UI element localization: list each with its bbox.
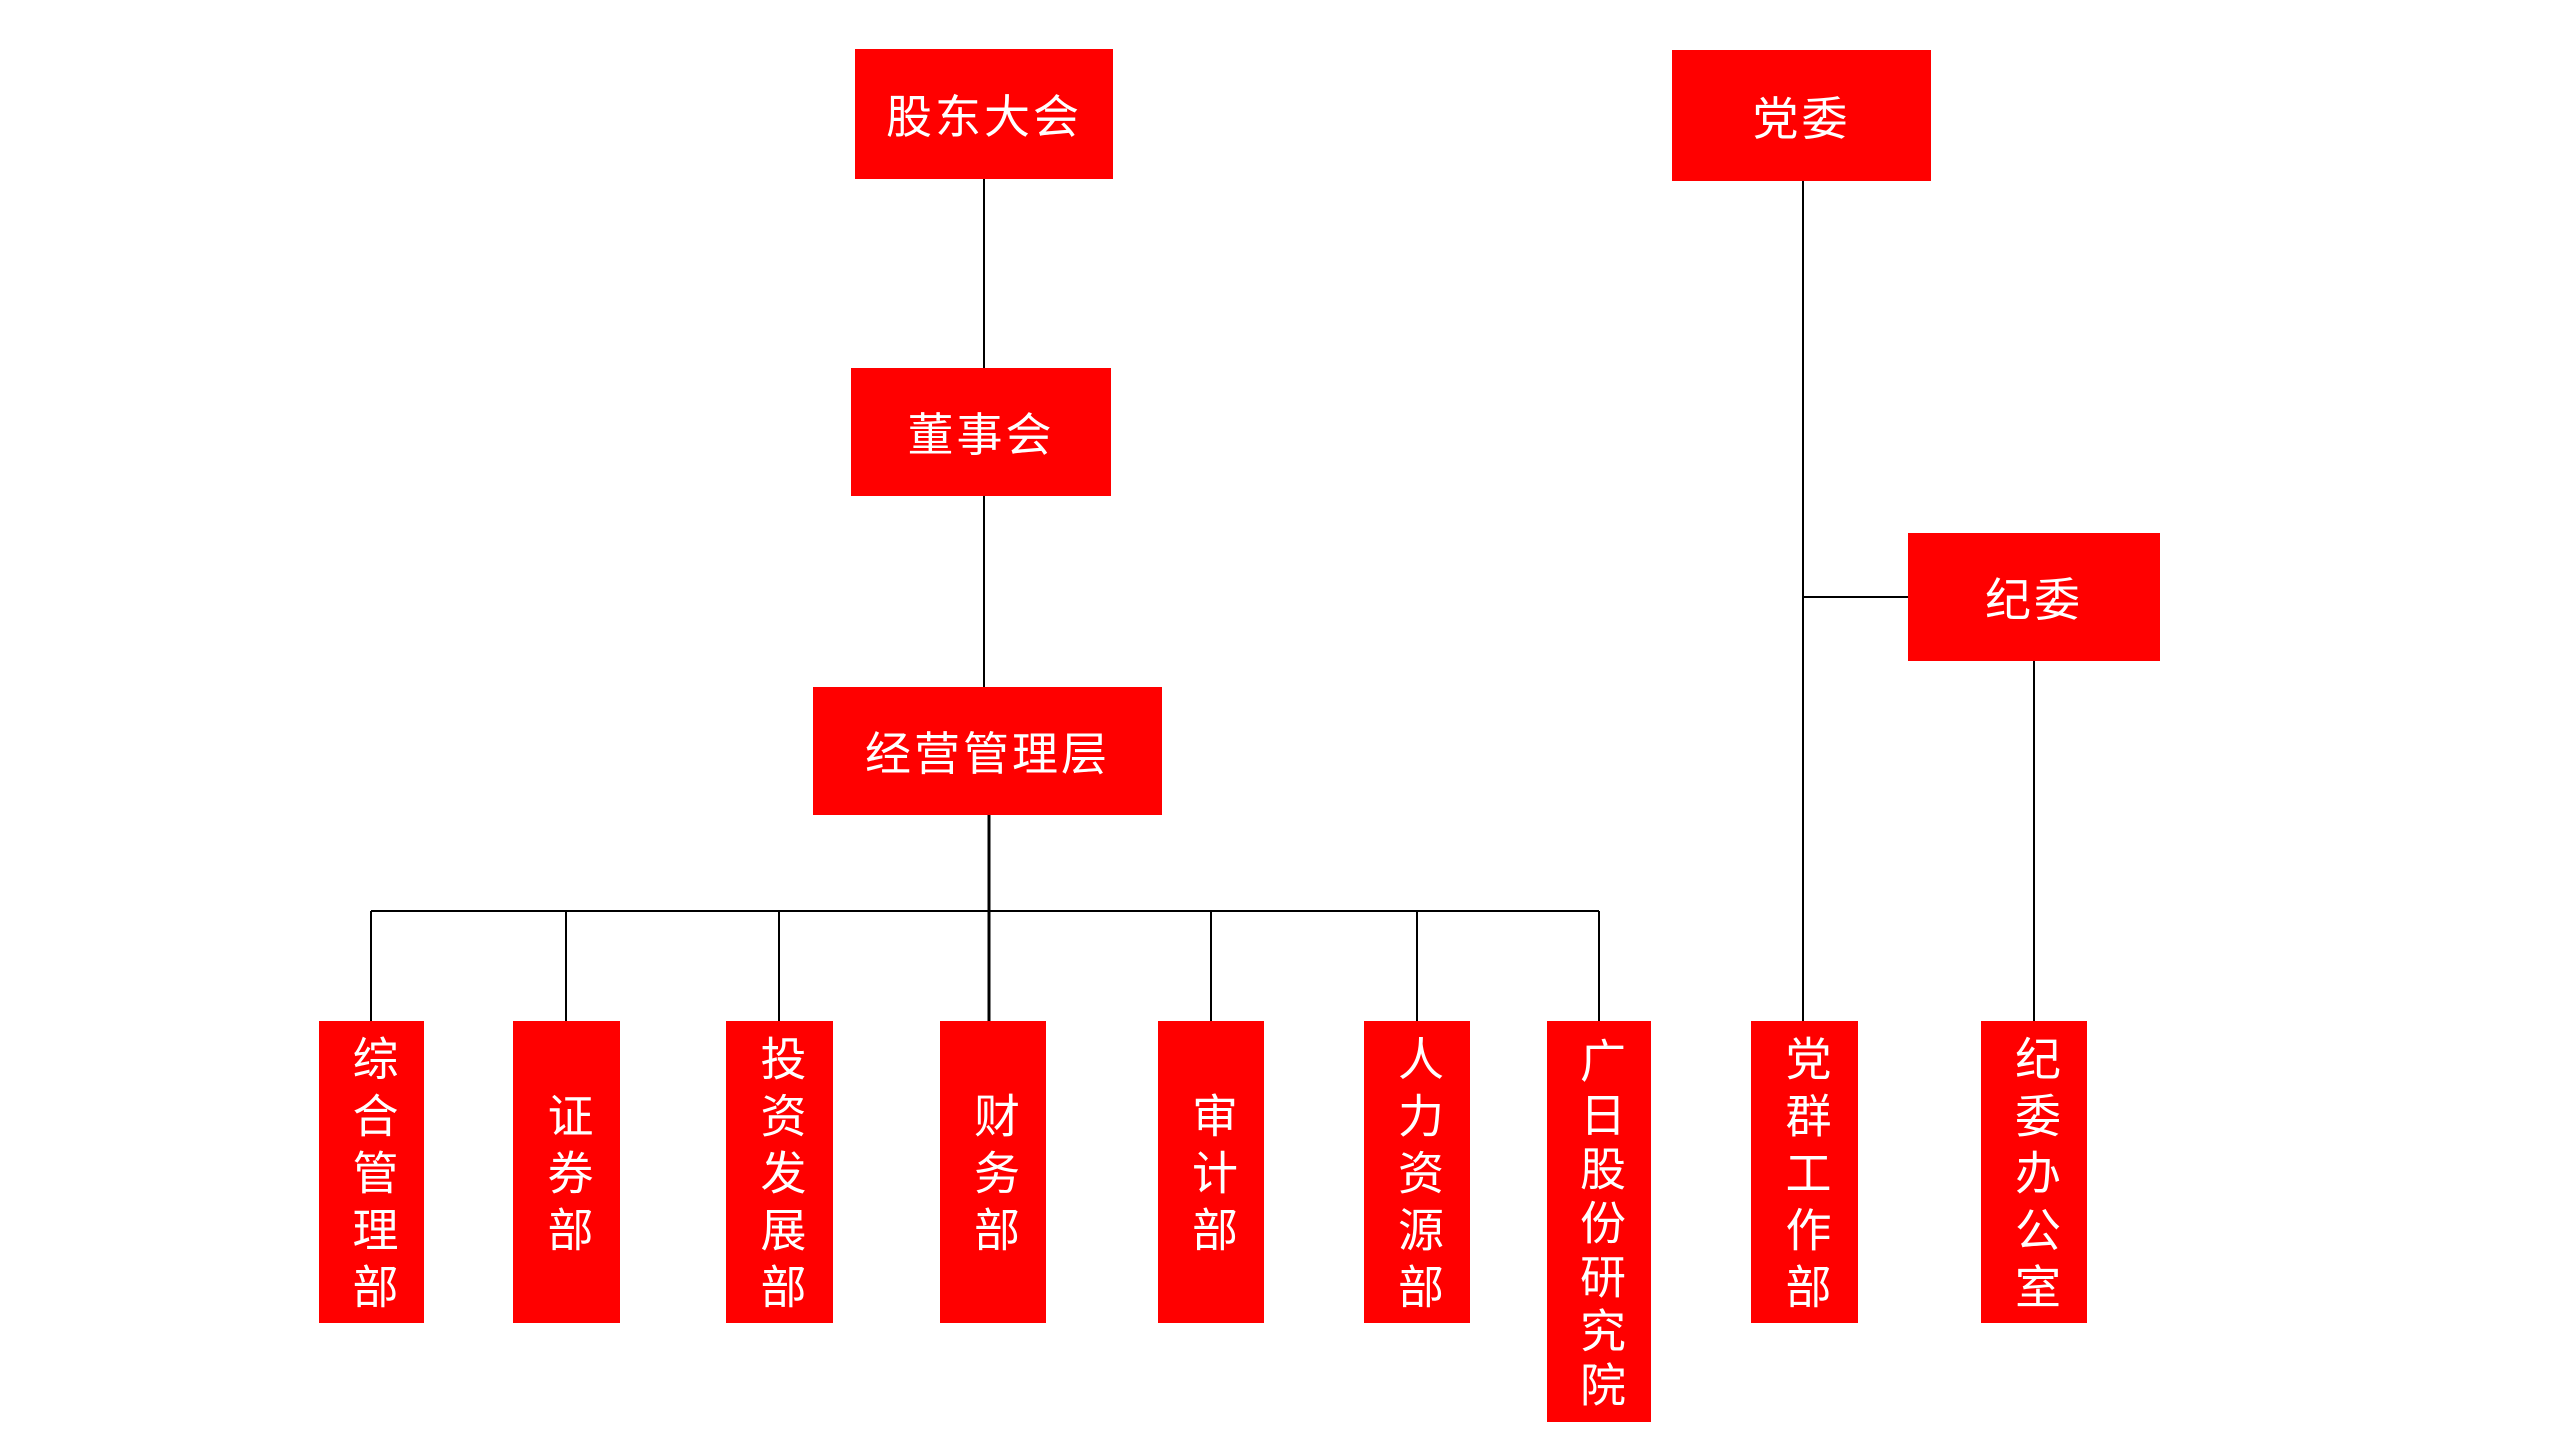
node-label: 综合管理部 (346, 1035, 398, 1320)
node-board-of-directors: 董事会 (851, 368, 1111, 496)
node-label: 审计部 (1186, 1092, 1237, 1263)
node-label: 股东大会 (886, 92, 1082, 143)
node-label: 党群工作部 (1779, 1035, 1831, 1320)
node-label: 党委 (1752, 93, 1851, 145)
node-party-mass-work-dept: 党群工作部 (1751, 1021, 1858, 1323)
node-label: 人力资源部 (1392, 1035, 1443, 1320)
node-label: 纪委办公室 (2009, 1035, 2060, 1320)
node-label: 经营管理层 (865, 729, 1110, 780)
node-guangri-research-institute: 广日股份研究院 (1547, 1021, 1651, 1422)
node-label: 广日股份研究院 (1574, 1036, 1625, 1415)
node-label: 财务部 (968, 1092, 1019, 1263)
node-shareholders-meeting: 股东大会 (855, 49, 1113, 179)
node-discipline-office: 纪委办公室 (1981, 1021, 2087, 1323)
node-general-admin-dept: 综合管理部 (319, 1021, 424, 1323)
node-party-committee: 党委 (1672, 50, 1931, 181)
node-label: 董事会 (907, 410, 1055, 461)
node-audit-dept: 审计部 (1158, 1021, 1264, 1323)
node-investment-dev-dept: 投资发展部 (726, 1021, 833, 1323)
node-label: 证券部 (541, 1092, 593, 1263)
node-securities-dept: 证券部 (513, 1021, 620, 1323)
node-hr-dept: 人力资源部 (1364, 1021, 1470, 1323)
node-discipline-committee: 纪委 (1908, 533, 2160, 661)
node-label: 纪委 (1985, 575, 2083, 626)
node-management-team: 经营管理层 (813, 687, 1162, 815)
node-finance-dept: 财务部 (940, 1021, 1046, 1323)
node-label: 投资发展部 (754, 1035, 806, 1320)
